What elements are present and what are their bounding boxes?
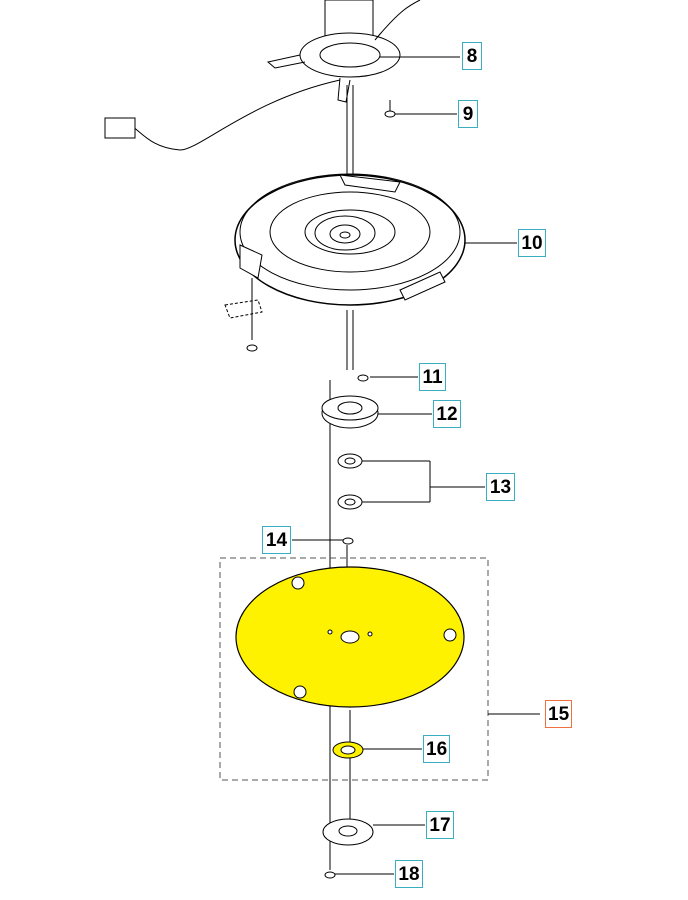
top-mount-part (104, 0, 421, 151)
leader-lines (292, 56, 540, 875)
callout-12[interactable]: 12 (433, 400, 461, 428)
callout-16[interactable]: 16 (423, 735, 450, 763)
screw-18 (324, 871, 336, 879)
bottom-plate-part (322, 818, 374, 846)
callout-13[interactable]: 13 (486, 473, 515, 501)
callout-14[interactable]: 14 (262, 526, 291, 554)
callout-17[interactable]: 17 (426, 811, 454, 839)
bearings-part (337, 453, 363, 510)
screw-9 (384, 100, 396, 118)
cover-disc-part (224, 173, 466, 352)
callout-8[interactable]: 8 (462, 42, 482, 70)
callout-10[interactable]: 10 (518, 229, 546, 257)
callout-9[interactable]: 9 (458, 100, 478, 128)
callout-18[interactable]: 18 (395, 860, 423, 888)
screw-14 (342, 537, 354, 545)
screw-11 (357, 374, 369, 382)
callout-15[interactable]: 15 (545, 700, 572, 728)
kit-15-boundary (219, 557, 489, 781)
blade-disc-part (235, 566, 465, 708)
callout-11[interactable]: 11 (419, 363, 446, 391)
bearing-housing-part (321, 395, 379, 429)
washer-part (332, 741, 364, 759)
